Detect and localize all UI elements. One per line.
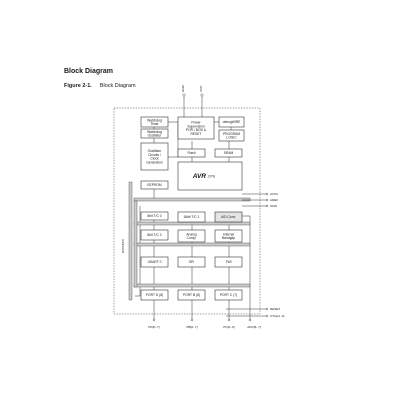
- watchdog-oscillator-block-label: Watchdog: [147, 130, 162, 134]
- section-title: Block Diagram: [64, 68, 114, 75]
- cpu-block: AVR CPU: [177, 161, 243, 191]
- pin-label: GND: [270, 204, 278, 208]
- analog-comparator-block-label: Analog: [186, 232, 196, 236]
- tc1-block-label: 16bit T/C 1: [183, 215, 199, 219]
- tc0-block-label: 8bit T/C 0: [147, 214, 161, 218]
- internal-bandgap-block-label: Bandgap: [222, 236, 235, 240]
- usart-block: USART 0: [140, 256, 169, 268]
- tc2-block-label: 8bit T/C 2: [147, 233, 161, 237]
- sram-block: SRAM: [214, 148, 243, 158]
- port-d-block-label: PORT D (8): [146, 293, 163, 297]
- databus-top: [133, 197, 251, 202]
- databus-bottom: [133, 283, 251, 288]
- figure-caption: Figure 2-1. Block Diagram: [64, 83, 136, 89]
- gnd-pin: GND: [181, 84, 186, 118]
- pin-label: PB[0..7]: [186, 325, 197, 329]
- vcc-pin: VCC: [199, 85, 204, 118]
- twi-block: TWI: [214, 256, 243, 268]
- watchdog-timer-block-label: Timer: [150, 122, 159, 126]
- adc-block: A/D Conv.: [214, 211, 243, 223]
- port-b-block-label: PORT B (8): [183, 293, 200, 297]
- usart-block-label: USART 0: [148, 260, 162, 264]
- pin-label: PD[0..7]: [148, 325, 159, 329]
- eeprom-block-label: EEPROM: [147, 183, 162, 187]
- adc-block-label: A/D Conv.: [221, 215, 236, 219]
- chip-boundary: [113, 107, 261, 315]
- port-c-block: PORT C (7): [214, 289, 243, 301]
- port-c-block-label: PORT C (7): [220, 293, 237, 297]
- bottom-pins: PD[0..7] PB[0..7] PC[0..6] ADC[6..7]: [148, 298, 261, 329]
- sram-block-label: SRAM: [224, 151, 234, 155]
- figure-number: Figure 2-1.: [64, 83, 92, 89]
- tc2-block: 8bit T/C 2: [140, 229, 169, 241]
- pin-label: AVCC: [270, 192, 279, 196]
- pin-label: AREF: [270, 198, 278, 202]
- oscillator-block-label: Circuits /: [148, 153, 161, 157]
- power-supervision-block-label: Supervision: [187, 124, 204, 128]
- vcc-label: VCC: [199, 85, 203, 92]
- pin-label: RESET: [270, 307, 280, 311]
- watchdog-timer-block-label: Watchdog: [147, 118, 162, 122]
- pin-label: PC[0..6]: [223, 325, 234, 329]
- avr-logo: AVR: [192, 173, 207, 180]
- databus-left: [128, 181, 133, 301]
- databus-label: DATABUS: [121, 239, 125, 253]
- program-logic-block-label: LOGIC: [226, 136, 237, 140]
- port-d-block: PORT D (8): [140, 289, 169, 301]
- debugwire-block: debugWIRE: [218, 116, 245, 128]
- figure-title: Block Diagram: [99, 83, 136, 89]
- power-supervision-block-label: POR / BOD &: [186, 128, 207, 132]
- internal-bandgap-block-label: Internal: [223, 232, 234, 236]
- power-supervision-block-label: RESET: [191, 132, 202, 136]
- spi-block: SPI: [177, 256, 206, 268]
- program-logic-block-label: PROGRAM: [223, 132, 240, 136]
- oscillator-block-label: Generation: [146, 161, 162, 165]
- watchdog-oscillator-block-label: Oscillator: [148, 134, 163, 138]
- databus-mid: [133, 221, 251, 226]
- spi-block-label: SPI: [189, 260, 194, 264]
- flash-block-label: Flash: [187, 151, 195, 155]
- pin-label: XTAL[1..2]: [270, 314, 285, 318]
- gnd-label: GND: [181, 84, 185, 92]
- databus-low: [133, 242, 251, 247]
- pin-label: ADC[6..7]: [247, 325, 261, 329]
- port-b-block: PORT B (8): [177, 289, 206, 301]
- cpu-label: CPU: [208, 175, 216, 179]
- bottom-right-pins: RESET XTAL[1..2]: [226, 307, 285, 318]
- power-supervision-block-label: Power: [191, 120, 201, 124]
- tc1-block: 16bit T/C 1: [177, 211, 206, 223]
- oscillator-block-label: Clock: [150, 157, 159, 161]
- eeprom-block: EEPROM: [140, 180, 169, 190]
- debugwire-block-label: debugWIRE: [223, 120, 242, 124]
- oscillator-block-label: Oscillator: [148, 149, 163, 153]
- databus: DATABUS: [121, 181, 251, 301]
- databus-inner: [133, 200, 138, 288]
- flash-block: Flash: [177, 148, 206, 158]
- right-pins: AVCC AREF GND: [242, 192, 279, 208]
- twi-block-label: TWI: [225, 260, 231, 264]
- tc0-block: 8bit T/C 0: [140, 211, 169, 221]
- analog-comparator-block-label: Comp.: [187, 236, 197, 240]
- blocks-layer: WatchdogTimerWatchdogOscillatorOscillato…: [140, 116, 245, 301]
